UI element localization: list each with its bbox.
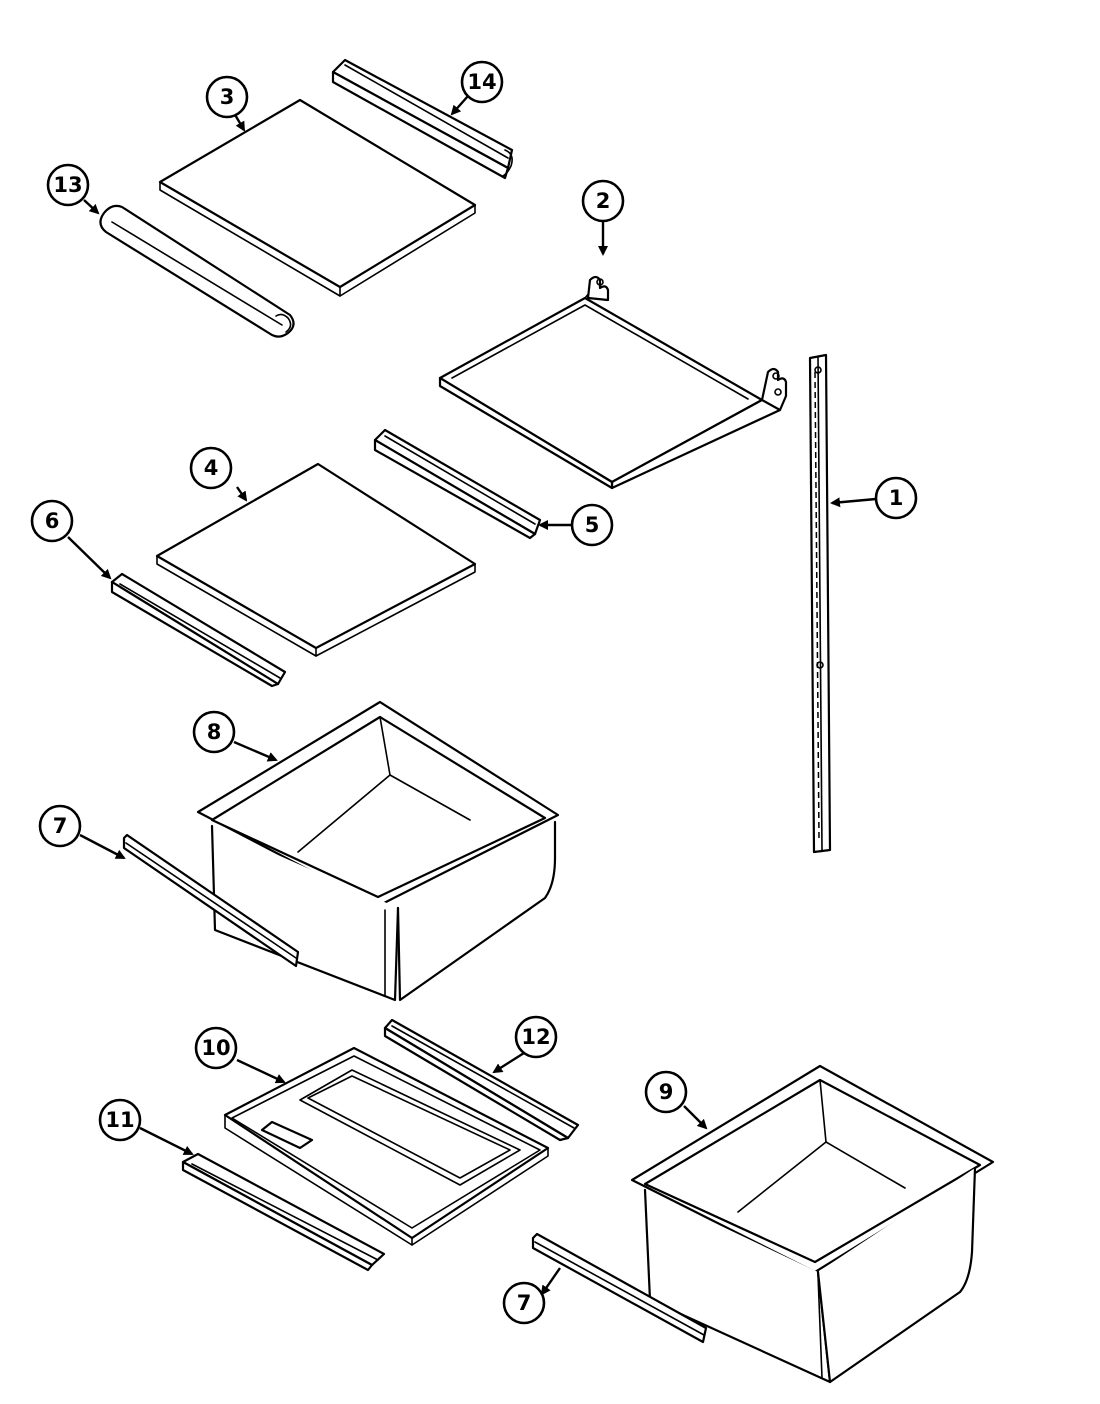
callout-label: 8: [207, 720, 222, 744]
part-6-front-trim: [110, 572, 287, 688]
leader-lines: [67, 95, 877, 1296]
part-7-drawer-trim-lower: [531, 1232, 708, 1344]
part-8-crisper-drawer: [196, 700, 560, 1002]
callout-label: 3: [220, 85, 235, 109]
callout-label: 7: [53, 814, 68, 838]
part-12-rear-trim: [383, 1018, 580, 1142]
callout-14: 14: [460, 60, 504, 104]
callout-13: 13: [46, 163, 90, 207]
callout-2: 2: [581, 179, 625, 223]
part-10-crisper-cover: [223, 1046, 550, 1246]
part-5-rear-trim: [373, 428, 542, 540]
callout-label: 14: [467, 70, 496, 94]
callout-label: 4: [204, 456, 219, 480]
callout-label: 12: [521, 1025, 550, 1049]
part-7-drawer-trim-upper: [122, 833, 300, 968]
callout-5: 5: [570, 503, 614, 547]
part-13-front-trim: [99, 204, 295, 338]
callout-7-lower: 7: [502, 1281, 546, 1325]
callout-label: 13: [53, 173, 82, 197]
callout-6: 6: [30, 499, 74, 543]
callout-12: 12: [514, 1015, 558, 1059]
callout-4: 4: [189, 446, 233, 490]
part-14-rear-trim: [331, 58, 514, 180]
part-4-glass-shelf: [155, 462, 477, 657]
callout-label: 2: [596, 189, 611, 213]
callout-label: 1: [889, 486, 904, 510]
callout-label: 5: [585, 513, 600, 537]
part-11-front-trim: [181, 1152, 386, 1272]
callout-8: 8: [192, 710, 236, 754]
callout-1: 1: [874, 476, 918, 520]
callout-10: 10: [194, 1026, 238, 1070]
callout-label: 7: [517, 1291, 532, 1315]
callout-7-upper: 7: [38, 804, 82, 848]
callout-3: 3: [205, 75, 249, 119]
part-2-cantilever-shelf: [438, 275, 788, 490]
callout-label: 6: [45, 509, 60, 533]
part-9-crisper-drawer: [630, 1064, 995, 1384]
callout-label: 9: [659, 1080, 674, 1104]
callout-11: 11: [98, 1098, 142, 1142]
callout-label: 10: [201, 1036, 230, 1060]
part-3-glass-shelf: [158, 98, 477, 297]
part-1-shelf-ladder: [808, 353, 832, 854]
callout-9: 9: [644, 1070, 688, 1114]
callout-label: 11: [105, 1108, 134, 1132]
